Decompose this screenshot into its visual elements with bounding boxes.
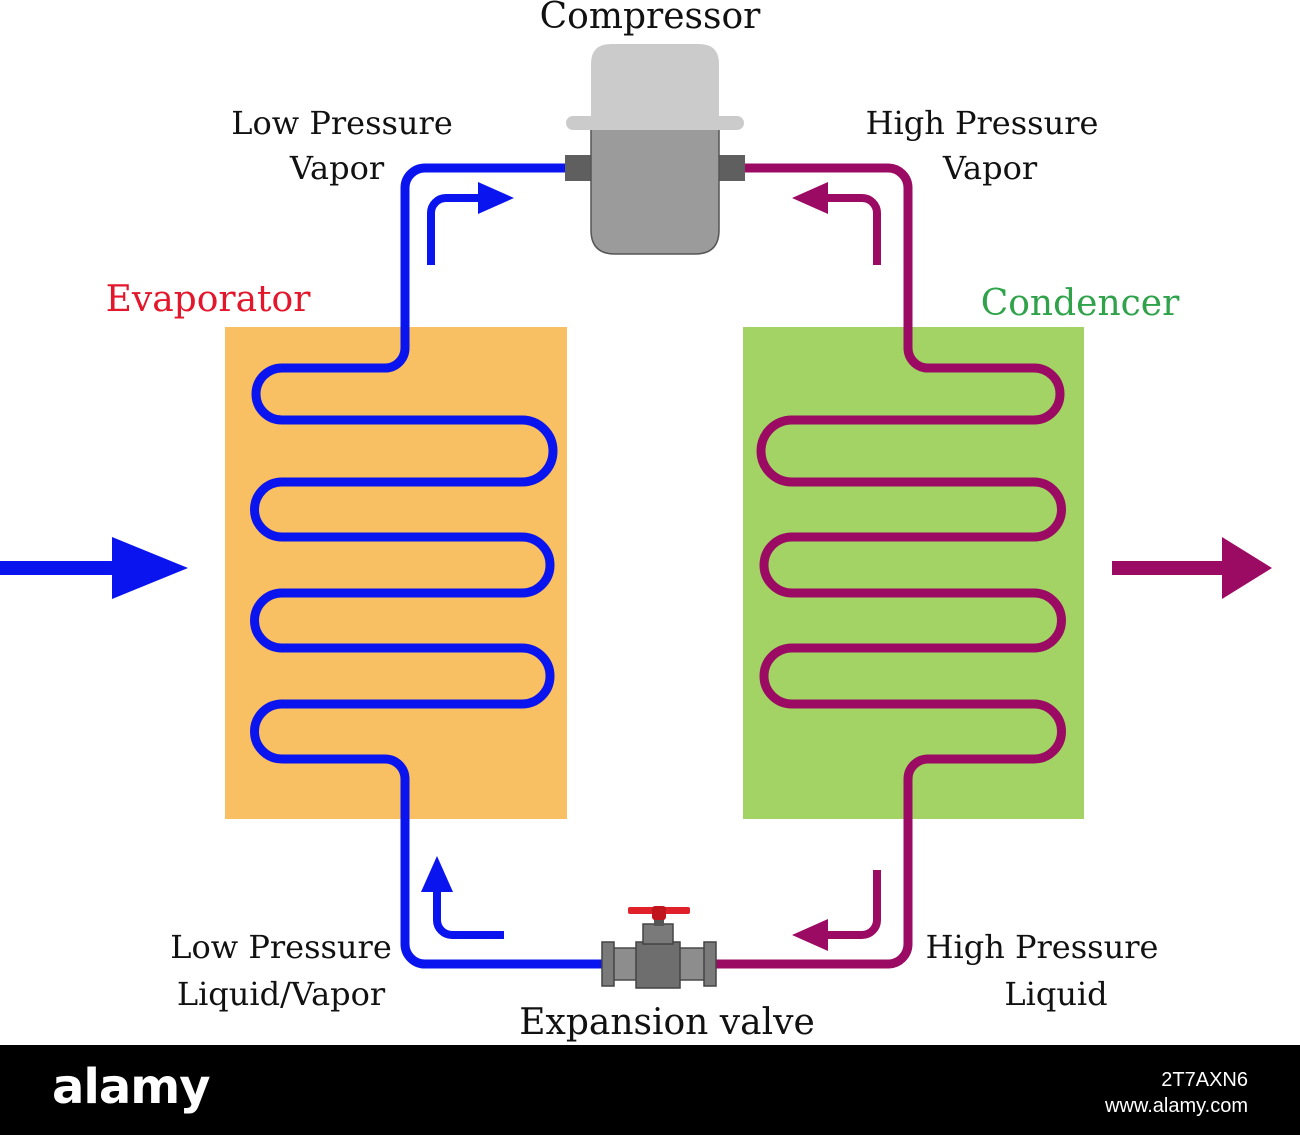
- low-pressure-liquid-vapor-label-line2: Liquid/Vapor: [177, 975, 386, 1013]
- expansion-valve-label: Expansion valve: [519, 1002, 815, 1043]
- condenser-label: Condencer: [981, 283, 1180, 324]
- alamy-logo: alamy: [52, 1059, 211, 1115]
- compressor-label: Compressor: [540, 0, 762, 37]
- high-pressure-liquid-label-line1: High Pressure: [926, 928, 1159, 966]
- evaporator-label: Evaporator: [106, 279, 312, 320]
- valve-flange-right: [703, 941, 717, 987]
- valve-body: [635, 941, 681, 989]
- compressor-port-right: [719, 155, 745, 181]
- flow-arrow-high-pressure-liquid: [792, 870, 881, 951]
- condenser-box: [743, 327, 1084, 819]
- image-id-block: 2T7AXN6 www.alamy.com: [1105, 1067, 1248, 1119]
- condenser-coil: [708, 163, 1066, 969]
- compressor-top: [591, 44, 719, 118]
- site-url: www.alamy.com: [1105, 1095, 1248, 1117]
- compressor-rim: [566, 116, 744, 130]
- evaporator-box: [225, 327, 567, 819]
- low-pressure-vapor-label-line1: Low Pressure: [231, 104, 453, 142]
- watermark-footer: alamy 2T7AXN6 www.alamy.com: [0, 1045, 1300, 1135]
- low-pressure-vapor-label-line2: Vapor: [289, 149, 385, 187]
- low-pressure-liquid-vapor-label-line1: Low Pressure: [170, 928, 392, 966]
- expansion-valve: [601, 906, 717, 989]
- air-inlet-arrow: [0, 537, 188, 599]
- compressor: [565, 44, 745, 255]
- compressor-body: [590, 128, 720, 255]
- valve-handle-hub: [652, 906, 666, 920]
- valve-bonnet: [642, 923, 674, 945]
- valve-flange-left: [601, 941, 615, 987]
- evaporator-coil: [250, 163, 610, 969]
- compressor-port-left: [565, 155, 591, 181]
- high-pressure-vapor-label-line2: Vapor: [942, 149, 1038, 187]
- flow-arrow-low-pressure-liquid: [421, 856, 504, 939]
- flow-arrow-high-pressure-vapor: [792, 182, 881, 265]
- air-outlet-arrow: [1112, 537, 1272, 599]
- flow-arrow-low-pressure-vapor: [427, 182, 514, 265]
- high-pressure-liquid-label-line2: Liquid: [1004, 975, 1107, 1013]
- image-id: 2T7AXN6: [1161, 1069, 1248, 1091]
- high-pressure-vapor-label-line1: High Pressure: [866, 104, 1099, 142]
